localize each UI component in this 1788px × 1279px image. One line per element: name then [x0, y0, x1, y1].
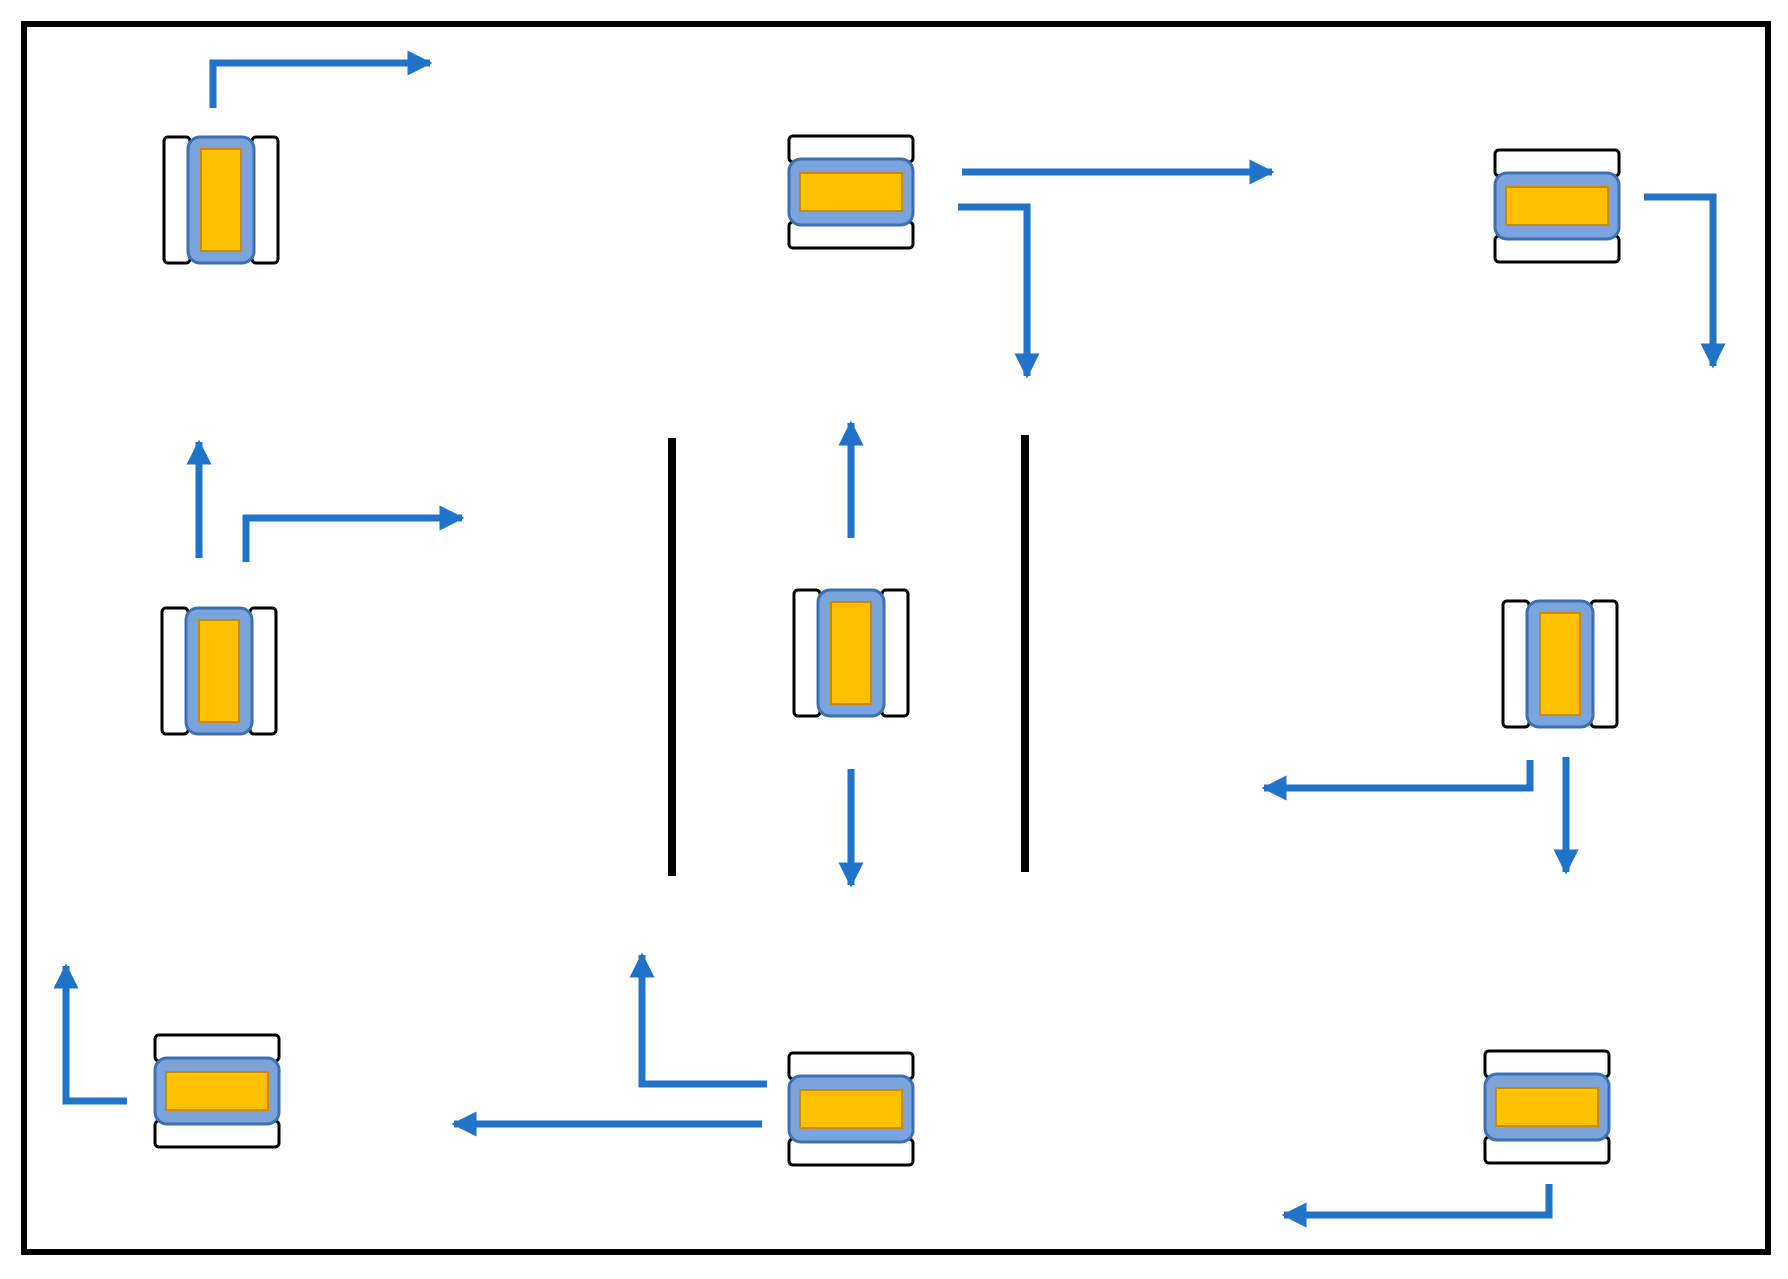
robot-bottom-center — [787, 1051, 915, 1167]
arrow-top-right-turn-down — [1644, 193, 1726, 369]
robot-core — [1495, 1087, 1599, 1127]
arrows — [53, 50, 1726, 1228]
robot-bottom-right — [1483, 1049, 1611, 1165]
robots — [153, 134, 1621, 1167]
robot-middle-right — [1501, 599, 1619, 729]
wheel — [1501, 599, 1531, 729]
wheel — [250, 135, 280, 265]
wheel — [1589, 599, 1619, 729]
wheel — [880, 588, 910, 718]
walls — [668, 435, 1029, 876]
robot-core — [799, 1089, 903, 1129]
robot-core — [165, 1071, 269, 1111]
robot-core — [1539, 612, 1581, 716]
arrow-top-left-turn-right — [209, 50, 433, 108]
robot-core — [799, 172, 903, 212]
arrow-bottom-left-turn-up — [53, 963, 127, 1105]
arrow-middle-right-turn-left — [1261, 760, 1534, 801]
robot-core — [198, 619, 240, 723]
arrow-middle-left-turn-right — [242, 505, 465, 562]
arrow-top-center-turn-down — [958, 203, 1040, 379]
robot-center — [792, 588, 910, 718]
robot-bottom-left — [153, 1033, 281, 1149]
robot-core — [200, 148, 242, 252]
arrow-bottom-right-turn-left — [1281, 1184, 1553, 1228]
wheel — [160, 606, 190, 736]
robot-core — [830, 601, 872, 705]
robot-top-left — [162, 135, 280, 265]
robot-core — [1505, 186, 1609, 226]
arrow-bottom-center-turn-up — [629, 952, 767, 1088]
robot-top-right — [1493, 148, 1621, 264]
wheel — [162, 135, 192, 265]
robot-top-center — [787, 134, 915, 250]
wheel — [792, 588, 822, 718]
wheel — [248, 606, 278, 736]
robot-middle-left — [160, 606, 278, 736]
